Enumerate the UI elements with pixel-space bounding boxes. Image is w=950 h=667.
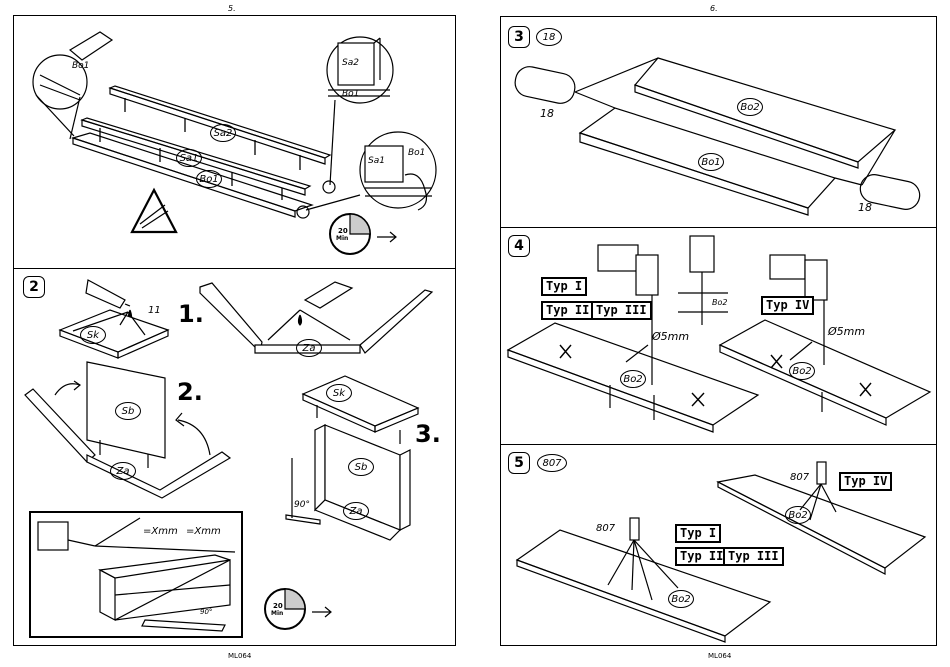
timer2-unit: Min	[271, 610, 283, 617]
type-ii-badge-5: Typ II	[675, 547, 728, 566]
label-za-3: Za	[343, 502, 369, 520]
label-bo1-box2: Bo1	[408, 148, 425, 158]
label-bo1: Bo1	[196, 170, 222, 188]
diameter-left: Ø5mm	[652, 330, 689, 343]
drill-detail-label: Bo2	[712, 298, 727, 307]
type-ii-badge: Typ II	[541, 301, 594, 320]
step-2-number: 2	[23, 276, 45, 298]
type-iii-badge: Typ III	[591, 301, 652, 320]
label-sb-2: Sb	[348, 458, 374, 476]
measure-1: =Xmm	[143, 526, 178, 537]
step-3-number: 3	[508, 26, 530, 48]
substep-2: 2.	[177, 378, 203, 406]
label-sk-2: Sk	[326, 384, 352, 402]
type-iii-badge-5: Typ III	[723, 547, 784, 566]
label-sa1-box: Sa1	[368, 156, 385, 166]
label-sa2-box: Sa2	[342, 58, 359, 68]
substep-1: 1.	[178, 300, 204, 328]
label-za-2: Za	[110, 462, 136, 480]
step-5-count: 807	[537, 454, 567, 472]
step-4-number: 4	[508, 235, 530, 257]
type-i-badge: Typ I	[541, 277, 587, 296]
label-za-1: Za	[296, 339, 322, 357]
label-bo2: Bo2	[737, 98, 763, 116]
timer-value: 20	[338, 227, 348, 235]
label-bo2-right-5: Bo2	[785, 506, 811, 524]
type-iv-badge-5: Typ IV	[839, 472, 892, 491]
measure-2: =Xmm	[186, 526, 221, 537]
label-sa2: Sa2	[210, 124, 236, 142]
step-5-number: 5	[508, 452, 530, 474]
substep-3: 3.	[415, 420, 441, 448]
angle-label: 90°	[294, 500, 310, 510]
screw-right: 807	[790, 472, 809, 483]
label-bo1: Bo1	[698, 153, 724, 171]
label-bo1-detail: Bo1	[72, 61, 89, 71]
label-sk-1: Sk	[80, 326, 106, 344]
timer2-value: 20	[273, 602, 283, 610]
label-sb-1: Sb	[115, 402, 141, 420]
step-3-count: 18	[536, 28, 562, 46]
type-iv-badge: Typ IV	[761, 296, 814, 315]
label-bo2-left-5: Bo2	[668, 590, 694, 608]
angle-label-2: 90°	[200, 608, 212, 616]
glue-count: 11	[148, 305, 161, 316]
dowel-qty-left: 18	[540, 107, 554, 120]
label-bo2-right: Bo2	[789, 362, 815, 380]
type-i-badge-5: Typ I	[675, 524, 721, 543]
timer-unit: Min	[336, 235, 348, 242]
dowel-qty-right: 18	[858, 201, 872, 214]
label-bo2-left: Bo2	[620, 370, 646, 388]
label-bo1-box: Bo1	[342, 89, 359, 99]
screw-left: 807	[596, 523, 615, 534]
label-sa1: Sa1	[176, 149, 202, 167]
diameter-right: Ø5mm	[828, 325, 865, 338]
